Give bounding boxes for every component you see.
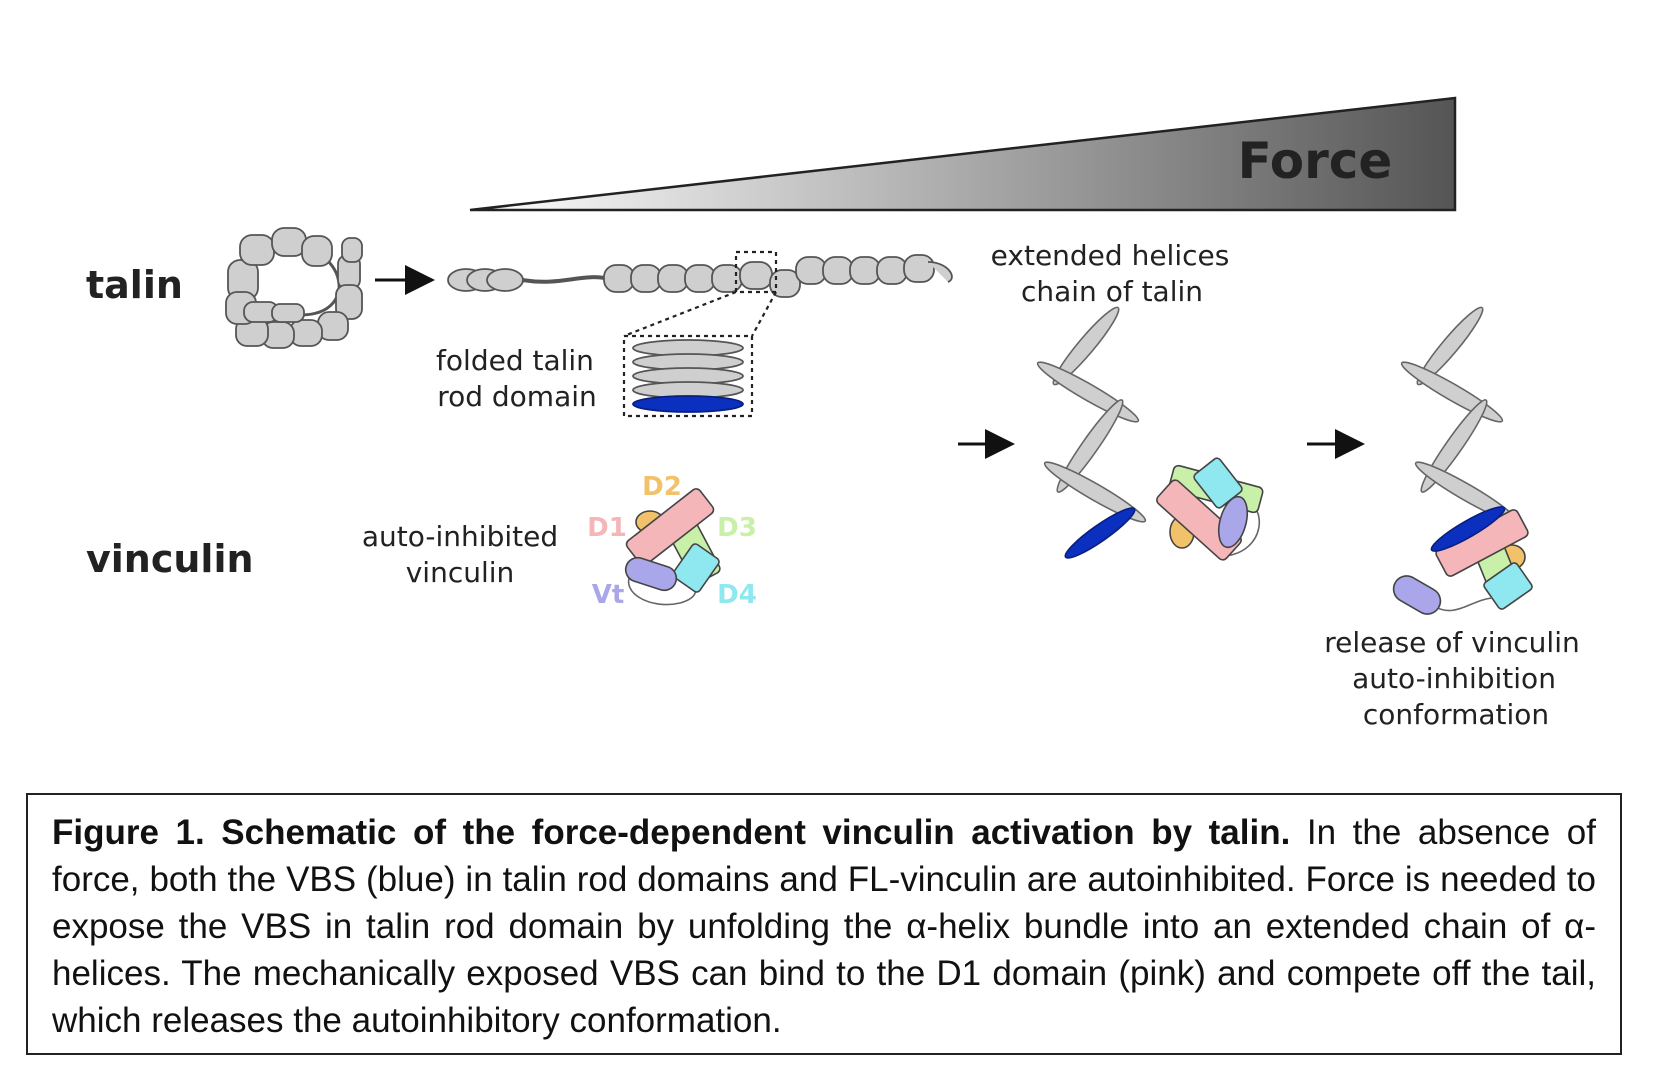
release-label-line1: release of vinculin (1324, 626, 1579, 659)
vbs-helix-extended (1064, 507, 1136, 559)
caption-body: In the absence of force, both the VBS (b… (52, 813, 1596, 1040)
vbs-helix-bound (1430, 506, 1506, 552)
folded-label-line1: folded talin (436, 344, 594, 377)
d4-label: D4 (717, 580, 757, 610)
released-helices-icon (1400, 306, 1518, 523)
d1-domain (625, 488, 715, 566)
vinculin-row-label: vinculin (86, 537, 254, 581)
caption-title: Figure 1. Schematic of the force-depende… (52, 813, 1291, 852)
force-gradient-wedge: Force (469, 96, 1457, 212)
zoom-indicator (622, 250, 778, 418)
vt-domain (624, 556, 678, 592)
extended-talin-chain (447, 254, 953, 298)
vinculin-middle-icon (1156, 457, 1264, 561)
talin-row-label: talin (86, 263, 183, 307)
coiled-talin-icon (225, 227, 363, 349)
figure-caption: Figure 1. Schematic of the force-depende… (26, 793, 1622, 1055)
d1-label: D1 (587, 513, 627, 543)
d4-domain (672, 543, 720, 593)
d3-label: D3 (717, 513, 757, 543)
extended-label-line2: chain of talin (1021, 275, 1203, 308)
autoinhibited-label-line2: vinculin (406, 556, 515, 589)
force-label: Force (1238, 132, 1393, 190)
extended-label-line1: extended helices (991, 239, 1230, 272)
released-vinculin-icon (1392, 506, 1533, 615)
vbs-helix-folded (632, 395, 744, 413)
d2-label: D2 (642, 472, 682, 502)
autoinhibited-label-line1: auto-inhibited (362, 520, 558, 553)
diagram-canvas: Force talin vinculin (86, 96, 1580, 731)
release-label-line2: auto-inhibition (1352, 662, 1556, 695)
vt-label: Vt (592, 580, 625, 610)
folded-label-line2: rod domain (437, 380, 597, 413)
folded-rod-domain-bundle (632, 339, 744, 413)
release-label-line3: conformation (1363, 698, 1549, 731)
extended-helices-icon (1036, 306, 1147, 559)
autoinhibited-vinculin-icon (624, 488, 721, 606)
